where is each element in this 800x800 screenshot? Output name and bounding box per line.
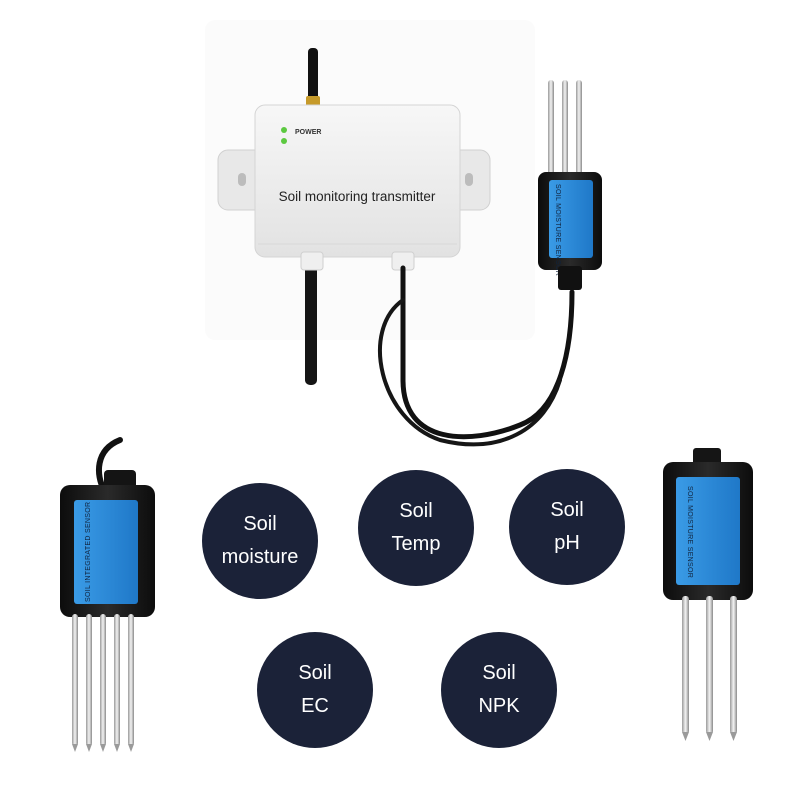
bubble-line2: moisture (221, 546, 299, 568)
left-integrated-sensor: SOIL INTEGRATED SENSOR (60, 437, 155, 752)
antenna-top (308, 48, 318, 100)
bubble-line1: Soil (298, 662, 332, 684)
power-led-2 (281, 138, 287, 144)
transmitter-device: POWER Soil monitoring transmitter (217, 48, 491, 385)
bubble-soil-npk: Soil NPK (441, 632, 557, 748)
power-led-1 (281, 127, 287, 133)
cable-gland-left (300, 251, 324, 271)
bubble-line2: pH (554, 532, 580, 554)
sensor-cable (400, 265, 575, 440)
bubble-line2: Temp (391, 533, 441, 555)
antenna-bottom (305, 255, 317, 385)
bubble-line1: Soil (243, 513, 277, 535)
right-sensor-label (676, 477, 740, 585)
right-sensor-label-text: SOIL MOISTURE SENSOR (686, 486, 693, 578)
left-sensor-label-text: SOIL INTEGRATED SENSOR (85, 502, 92, 602)
bubble-line1: Soil (399, 500, 433, 522)
right-moisture-sensor: SOIL MOISTURE SENSOR (663, 448, 753, 741)
power-label: POWER (295, 129, 321, 136)
top-moisture-sensor: SOIL MOISTURE SENSOR (538, 80, 602, 290)
transmitter-title: Soil monitoring transmitter (279, 189, 436, 204)
transmitter-body (254, 104, 461, 258)
bubble-soil-ph: Soil pH (509, 469, 625, 585)
bubble-line2: EC (301, 695, 329, 717)
bubble-soil-temp: Soil Temp (358, 470, 474, 586)
bubble-soil-moisture: Soil moisture (202, 483, 318, 599)
bubble-line1: Soil (550, 499, 584, 521)
top-sensor-label-text: SOIL MOISTURE SENSOR (554, 184, 561, 276)
left-sensor-label (74, 500, 138, 604)
bubble-line1: Soil (482, 662, 516, 684)
top-sensor-label (549, 180, 593, 258)
bubble-soil-ec: Soil EC (257, 632, 373, 748)
bubble-line2: NPK (478, 695, 520, 717)
